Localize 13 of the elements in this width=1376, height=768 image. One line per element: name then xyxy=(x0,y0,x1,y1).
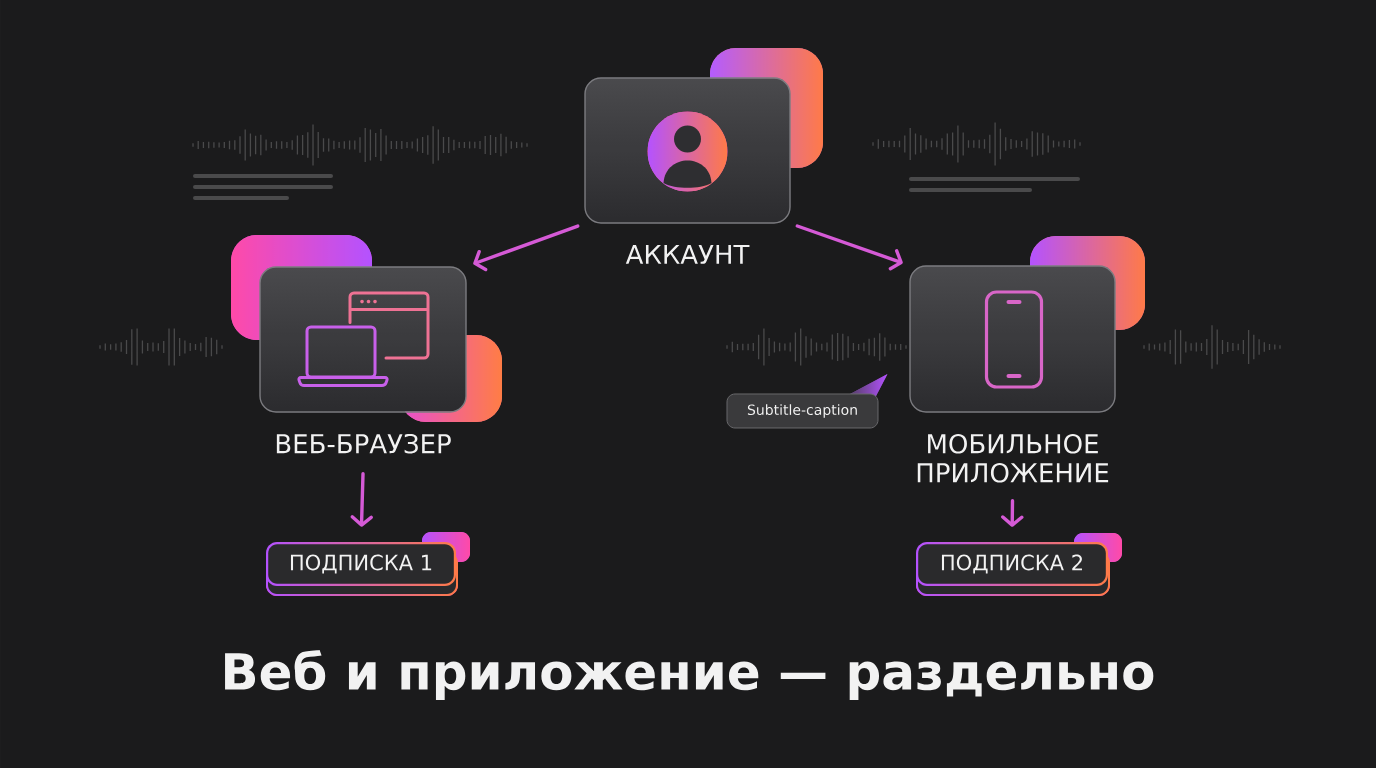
node-label: ВЕБ-БРАУЗЕР xyxy=(276,433,451,454)
title: Веб и приложение — раздельно xyxy=(225,650,1154,700)
arrow xyxy=(795,224,903,271)
subscription-pill: ПОДПИСКА 2 xyxy=(916,542,1110,596)
speech-bubble: Subtitle-caption xyxy=(726,374,888,429)
arrow xyxy=(350,472,373,527)
node-label: МОБИЛЬНОЕ ПРИЛОЖЕНИЕ xyxy=(917,433,1109,483)
subscription-pill: ПОДПИСКА 1 xyxy=(266,542,458,596)
node-label: АККАУНТ xyxy=(625,244,750,264)
card: МОБИЛЬНОЕ ПРИЛОЖЕНИЕ xyxy=(909,265,1116,483)
arrow xyxy=(1001,499,1024,527)
arrow xyxy=(473,224,580,272)
card: ВЕБ-БРАУЗЕР xyxy=(259,266,467,454)
